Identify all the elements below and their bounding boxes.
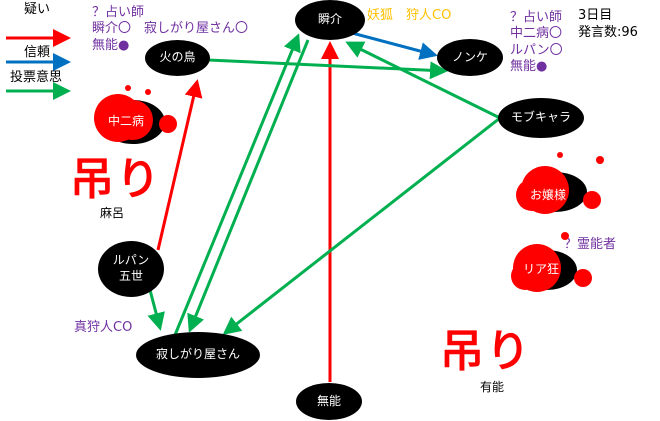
legend-trust: 信頼 — [24, 45, 51, 60]
arrow-sabishi-shunsuke — [173, 33, 301, 336]
node-label: お嬢様 — [530, 188, 567, 202]
arrow-shunsuke-sabishi — [187, 39, 310, 333]
arrow-shunsuke-nonke — [351, 31, 438, 60]
node-munou[interactable]: 無能 — [296, 383, 362, 420]
blood-splatter-icon — [94, 85, 177, 144]
node-label: リア狂 — [523, 262, 560, 276]
hanged-mark-2: 吊り — [440, 326, 532, 377]
legend-doubt: 疑い — [24, 2, 51, 17]
hanged-name-1: 麻呂 — [100, 206, 125, 220]
node-ojou-dead[interactable]: お嬢様 — [510, 150, 610, 225]
medium-note: ？霊能者 — [564, 237, 617, 252]
arrow-lupin-sabishi — [147, 289, 165, 331]
node-lupin[interactable]: ルパン 五世 — [98, 241, 164, 297]
seer-note-1: ？占い師瞬介〇 寂しがり屋さん〇無能● — [92, 5, 248, 54]
node-hinotori[interactable]: 火の鳥 — [145, 40, 210, 76]
arrow-mob-sabishi — [222, 116, 501, 335]
node-label: 中二病 — [108, 114, 145, 128]
note-line: ？占い師 — [510, 10, 563, 25]
node-chuni-dead[interactable]: 中二病 — [88, 82, 188, 152]
seer-note-2: ？占い師中二病〇ルパン〇無能● — [510, 10, 563, 75]
arrow-hinotori-nonke — [207, 58, 448, 80]
note-line: 無能● — [92, 37, 130, 53]
legend-vote: 投票意思 — [10, 70, 63, 85]
note-line: ？占い師 — [92, 5, 145, 20]
note-line: ルパン〇 — [510, 42, 563, 58]
count-label: 発言数:96 — [578, 25, 638, 40]
blood-splatter-icon — [511, 232, 592, 292]
fox-note: 妖狐 狩人CO — [367, 8, 452, 23]
hanged-mark-1: 吊り — [70, 154, 162, 205]
node-shunsuke[interactable]: 瞬介 — [295, 0, 365, 40]
node-nonke[interactable]: ノンケ — [437, 39, 503, 76]
node-riakyo-dead[interactable]: リア狂 — [505, 228, 605, 303]
note-line: 中二病〇 — [510, 26, 563, 42]
note-line: 無能● — [510, 58, 548, 74]
node-mob[interactable]: モブキャラ — [498, 98, 584, 138]
arrow-mob-shunsuke — [345, 41, 501, 120]
blood-splatter-icon — [516, 152, 604, 214]
hanged-name-2: 有能 — [480, 380, 505, 394]
arrow-lupin-hinotori — [156, 79, 203, 251]
note-line: 瞬介〇 寂しがり屋さん〇 — [92, 21, 249, 37]
node-sabishi[interactable]: 寂しがり屋さん — [136, 332, 260, 378]
day-label: 3日目 — [578, 8, 613, 23]
hunter-note: 真狩人CO — [74, 320, 133, 335]
